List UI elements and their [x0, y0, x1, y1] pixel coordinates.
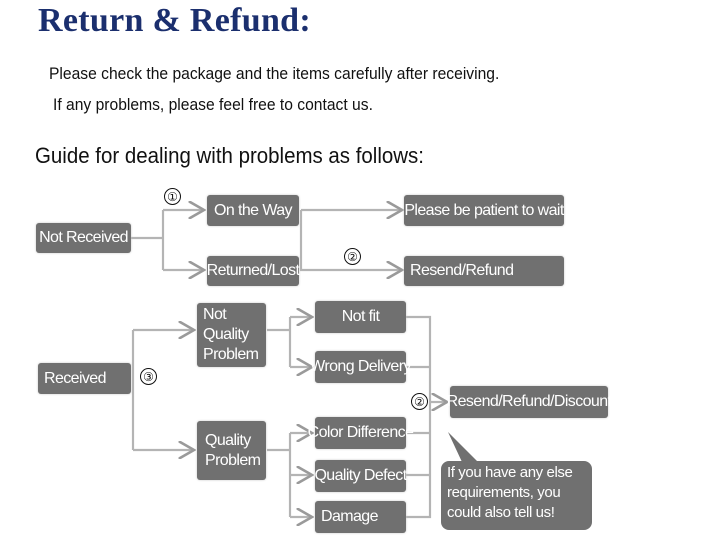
quality-problem-box: Quality Problem [197, 421, 266, 480]
not-quality-problem-box: Not Quality Problem [197, 303, 266, 367]
contact-speech-bubble: If you have any else requirements, you c… [441, 461, 592, 530]
quality-defect-box: Quality Defect [314, 460, 407, 492]
step-marker-2b: ② [411, 393, 428, 410]
not-received-box: Not Received [36, 223, 131, 253]
intro-line-1: Please check the package and the items c… [49, 64, 500, 83]
step-marker-2: ② [344, 248, 361, 265]
on-the-way-box: On the Way [207, 195, 299, 226]
returned-lost-box: Returned/Lost [207, 256, 300, 286]
received-box: Received [38, 363, 131, 394]
resend-refund-discount-box: Resend/Refund/Discount [447, 386, 612, 418]
page-title: Return & Refund: [38, 2, 312, 39]
patient-wait-box: Please be patient to wait [404, 195, 564, 226]
not-fit-box: Not fit [315, 301, 406, 333]
step-marker-1: ① [164, 188, 181, 205]
wrong-delivery-box: Wrong Delivery [310, 351, 411, 383]
step-marker-3: ③ [140, 368, 157, 385]
color-difference-box: Color Difference [308, 417, 414, 449]
intro-line-2: If any problems, please feel free to con… [53, 95, 373, 114]
damage-box: Damage [315, 501, 406, 533]
resend-refund-box: Resend/Refund [404, 256, 564, 286]
guide-heading: Guide for dealing with problems as follo… [35, 143, 424, 168]
